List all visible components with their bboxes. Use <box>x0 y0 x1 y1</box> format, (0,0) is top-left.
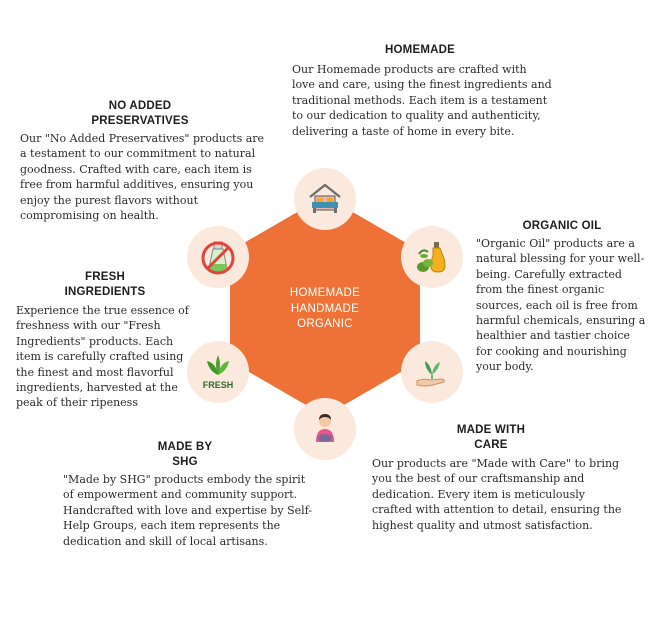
center-line-handmade: HANDMADE <box>290 302 360 315</box>
fresh-heading-line2: INGREDIENTS <box>64 286 146 298</box>
fresh-icon-label: FRESH <box>203 380 234 390</box>
made-with-care-heading: MADE WITH CARE <box>421 423 561 453</box>
made-by-shg-heading-line1: MADE BY <box>157 441 213 453</box>
homemade-icon-circle <box>294 168 356 230</box>
fresh-heading-line1: FRESH <box>85 271 125 283</box>
center-label: HOMEMADE HANDMADE ORGANIC <box>270 286 380 333</box>
homemade-heading: HOMEMADE <box>385 44 455 56</box>
hexagon-shape <box>230 196 420 416</box>
organic-oil-heading: ORGANIC OIL <box>522 220 602 232</box>
hand-plant-icon <box>416 361 445 387</box>
made-with-care-heading-line2: CARE <box>474 439 508 451</box>
no-preservatives-heading: NO ADDED PRESERVATIVES <box>40 99 240 129</box>
oil-bottle-icon <box>417 242 446 273</box>
made-with-care-icon-circle <box>401 341 463 403</box>
house-icon <box>309 183 341 213</box>
no-preservatives-heading-line2: PRESERVATIVES <box>91 115 189 127</box>
fresh-leaves-icon: FRESH <box>203 355 234 390</box>
homemade-description: Our Homemade products are crafted with l… <box>292 63 552 138</box>
made-by-shg-heading-line2: SHG <box>172 456 198 468</box>
made-by-shg-icon-circle <box>294 398 356 460</box>
no-preservatives-icon <box>201 241 235 275</box>
center-line-organic: ORGANIC <box>297 318 353 330</box>
fresh-icon-circle: FRESH <box>187 341 249 403</box>
made-by-shg-heading: MADE BY SHG <box>125 440 245 470</box>
made-with-care-heading-line1: MADE WITH <box>456 424 526 436</box>
made-with-care-description: Our products are "Made with Care" to bri… <box>372 457 622 532</box>
no-preservatives-icon-circle <box>187 226 249 288</box>
fresh-description: Experience the true essence of freshness… <box>16 304 189 410</box>
no-preservatives-description: Our "No Added Preservatives" products ar… <box>20 132 265 223</box>
woman-artisan-icon <box>316 414 334 442</box>
organic-oil-icon-circle <box>401 226 463 288</box>
no-preservatives-heading-line1: NO ADDED <box>108 100 172 112</box>
made-by-shg-description: "Made by SHG" products embody the spirit… <box>63 473 313 548</box>
center-line-homemade: HOMEMADE <box>289 287 361 299</box>
organic-oil-description: "Organic Oil" products are a natural ble… <box>476 237 646 374</box>
fresh-heading: FRESH INGREDIENTS <box>40 270 170 300</box>
